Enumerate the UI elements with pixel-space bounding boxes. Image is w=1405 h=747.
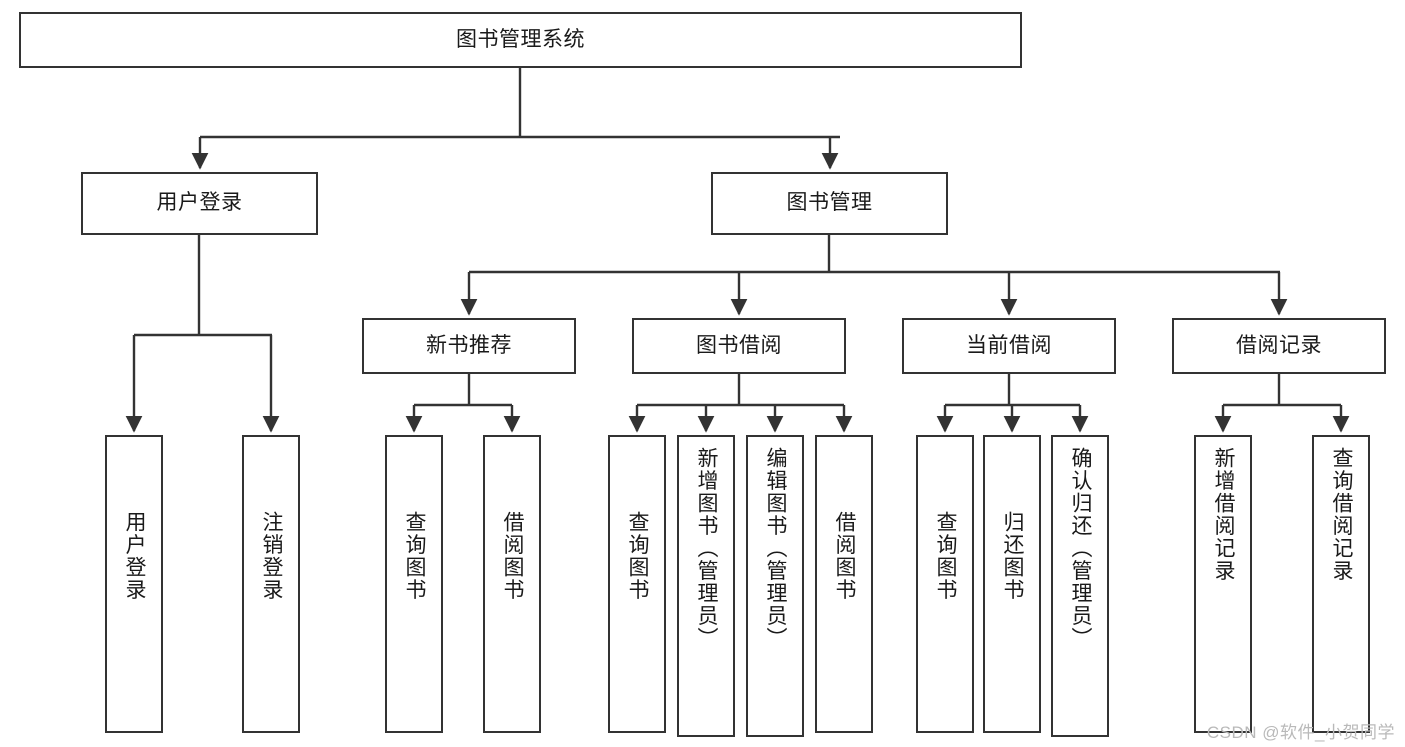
node-label: 图书借阅 xyxy=(696,333,782,357)
node-label: 图书管理 xyxy=(786,191,873,215)
node-leaf-add-borrow-record[interactable]: 新增借阅记录 xyxy=(1194,435,1252,733)
node-leaf-query-book-borrow[interactable]: 查询图书 xyxy=(608,435,666,733)
node-label: 当前借阅 xyxy=(966,333,1052,357)
node-label: 新增图书（管理员） xyxy=(695,447,719,650)
node-label: 用户登录 xyxy=(123,511,147,601)
node-label: 查询借阅记录 xyxy=(1330,447,1354,582)
node-leaf-borrow-book[interactable]: 借阅图书 xyxy=(815,435,873,733)
node-label: 编辑图书（管理员） xyxy=(764,447,788,650)
node-leaf-confirm-return-admin[interactable]: 确认归还（管理员） xyxy=(1051,435,1109,737)
node-borrow-record[interactable]: 借阅记录 xyxy=(1172,318,1386,374)
node-leaf-query-book-recommend[interactable]: 查询图书 xyxy=(385,435,443,733)
node-label: 查询图书 xyxy=(934,511,958,601)
node-leaf-query-book-current[interactable]: 查询图书 xyxy=(916,435,974,733)
node-label: 借阅图书 xyxy=(833,511,857,601)
node-leaf-logout[interactable]: 注销登录 xyxy=(242,435,300,733)
node-label: 图书管理系统 xyxy=(456,27,585,51)
node-label: 新书推荐 xyxy=(426,333,512,357)
node-leaf-user-login[interactable]: 用户登录 xyxy=(105,435,163,733)
node-root-book-management-system[interactable]: 图书管理系统 xyxy=(19,12,1022,68)
node-book-borrow[interactable]: 图书借阅 xyxy=(632,318,846,374)
node-new-book-recommend[interactable]: 新书推荐 xyxy=(362,318,576,374)
node-book-management[interactable]: 图书管理 xyxy=(711,172,948,235)
node-current-borrow[interactable]: 当前借阅 xyxy=(902,318,1116,374)
node-label: 用户登录 xyxy=(156,191,243,215)
node-leaf-add-book-admin[interactable]: 新增图书（管理员） xyxy=(677,435,735,737)
node-leaf-edit-book-admin[interactable]: 编辑图书（管理员） xyxy=(746,435,804,737)
node-label: 注销登录 xyxy=(260,511,284,601)
node-leaf-query-borrow-record[interactable]: 查询借阅记录 xyxy=(1312,435,1370,733)
node-label: 借阅图书 xyxy=(501,511,525,601)
node-label: 新增借阅记录 xyxy=(1212,447,1236,582)
node-label: 确认归还（管理员） xyxy=(1069,447,1093,650)
node-label: 查询图书 xyxy=(403,511,427,601)
node-label: 借阅记录 xyxy=(1236,333,1322,357)
csdn-watermark: CSDN @软件_小贺同学 xyxy=(1206,723,1395,742)
node-leaf-return-book[interactable]: 归还图书 xyxy=(983,435,1041,733)
node-leaf-borrow-book-recommend[interactable]: 借阅图书 xyxy=(483,435,541,733)
node-label: 归还图书 xyxy=(1001,511,1025,601)
node-user-login[interactable]: 用户登录 xyxy=(81,172,318,235)
node-label: 查询图书 xyxy=(626,511,650,601)
